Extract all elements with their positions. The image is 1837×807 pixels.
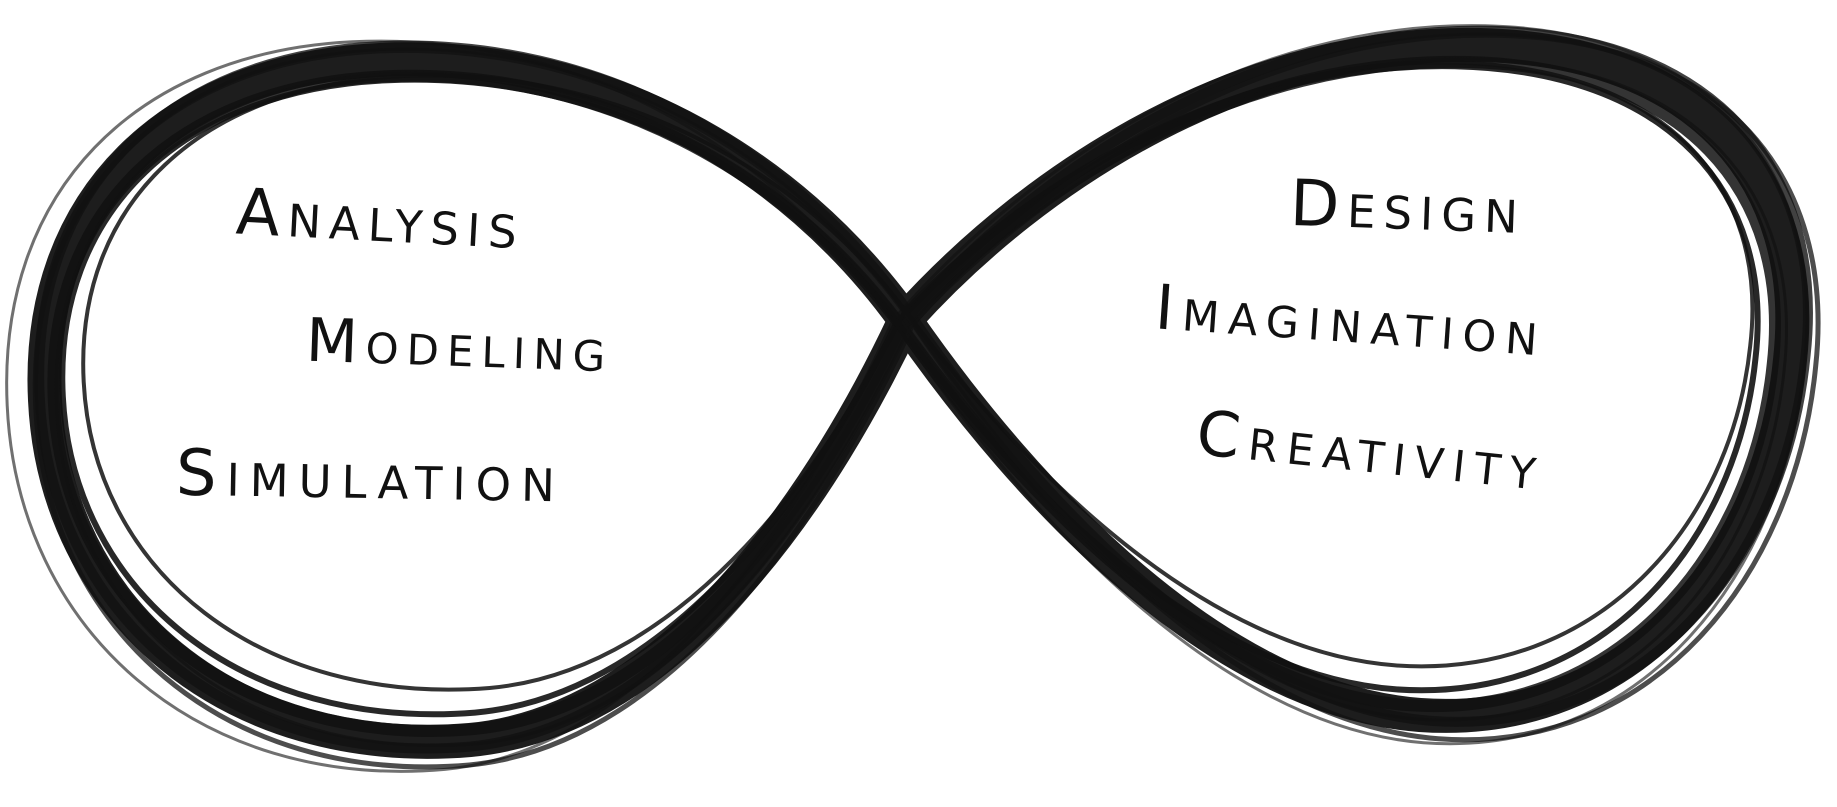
loop-stroke-2 xyxy=(53,62,1775,731)
label-analysis: Analysis xyxy=(235,180,527,259)
loop-stroke-3 xyxy=(39,31,1808,749)
infinity-loop xyxy=(7,26,1818,772)
loop-stroke-4 xyxy=(62,66,1757,714)
loop-stroke-7 xyxy=(7,26,1807,772)
loop-stroke-1 xyxy=(44,45,1792,742)
label-design: Design xyxy=(1289,172,1527,244)
loop-stroke-5 xyxy=(35,35,1818,767)
label-simulation: Simulation xyxy=(175,442,565,513)
loop-stroke-8 xyxy=(56,59,1786,745)
label-modeling: Modeling xyxy=(305,311,614,382)
